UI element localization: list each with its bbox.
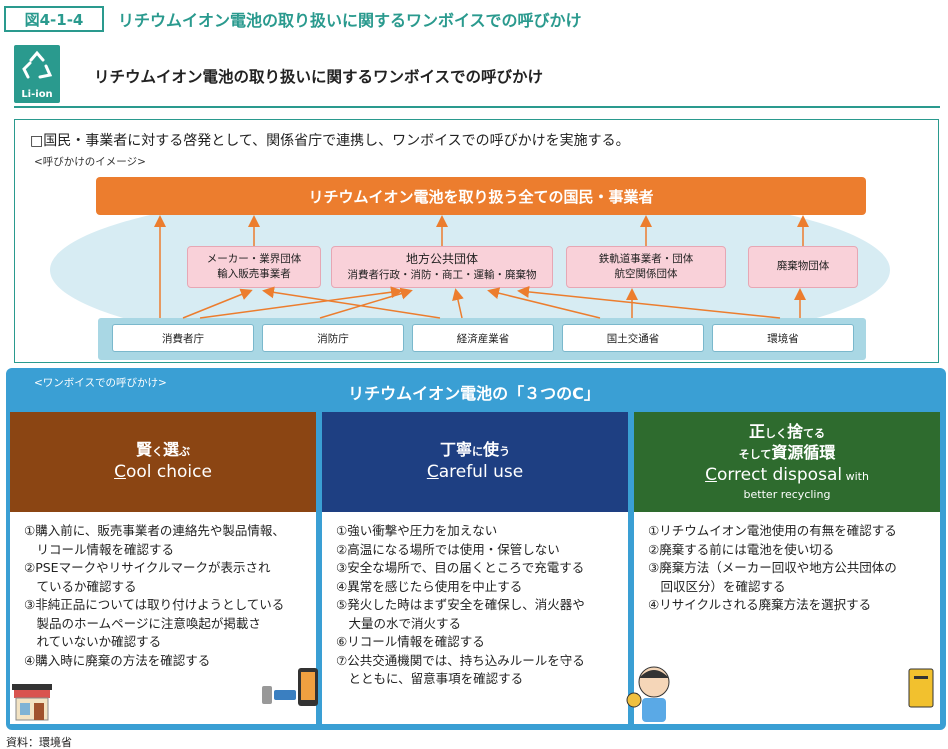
recycle-icon bbox=[22, 50, 53, 79]
ministry-caa: 消費者庁 bbox=[112, 324, 254, 352]
arrow-moe-to-local bbox=[517, 285, 781, 319]
collection-box-icon bbox=[908, 668, 934, 708]
list-item: リコール情報を確認する bbox=[24, 541, 175, 557]
column-en-subtitle: better recycling bbox=[743, 487, 831, 501]
column-jp-title-line2: そして資源循環 bbox=[738, 442, 836, 462]
column-jp-title: 丁寧に使う bbox=[439, 439, 511, 459]
list-item: ⑦公共交通機関では、持ち込みルールを守る bbox=[336, 652, 585, 668]
list-item: ⑤発火した時はまず安全を確保し、消火器や bbox=[336, 597, 585, 612]
group-label-2: 消費者行政・消防・商工・運輸・廃棄物 bbox=[347, 269, 537, 282]
campaign-note: <ワンボイスでの呼びかけ> bbox=[34, 377, 167, 389]
list-item: 製品のホームページに注意喚起が掲載さ bbox=[24, 615, 261, 631]
person-with-fan-icon bbox=[626, 666, 670, 722]
column-body-careful-use: ①強い衝撃や圧力を加えない ②高温になる場所では使用・保管しない ③安全な場所で… bbox=[322, 512, 628, 724]
battery-devices-icon bbox=[262, 668, 318, 706]
group-local-governments: 地方公共団体 消費者行政・消防・商工・運輸・廃棄物 bbox=[331, 246, 553, 288]
list-item: れていないか確認する bbox=[24, 634, 162, 649]
li-ion-logo: Li-ion bbox=[14, 45, 60, 103]
divider bbox=[14, 106, 940, 108]
list-item: 大量の水で消火する bbox=[336, 615, 462, 631]
list-item: ④リサイクルされる廃棄方法を選択する bbox=[648, 597, 872, 612]
group-label-2: 輸入販売事業者 bbox=[217, 268, 291, 280]
source-note: 資料：環境省 bbox=[6, 736, 72, 749]
group-waste: 廃棄物団体 bbox=[748, 246, 858, 288]
figure-label: 図4-1-4 bbox=[4, 6, 104, 32]
list-item: ①購入前に、販売事業者の連絡先や製品情報、 bbox=[24, 523, 285, 538]
concept-box bbox=[14, 119, 939, 363]
group-label-1: 鉄軌道事業者・団体 bbox=[598, 252, 694, 265]
column-en-title: Careful use bbox=[426, 461, 524, 482]
column-head-correct-disposal: 正しく捨てる そして資源循環 Correct disposal with bet… bbox=[634, 412, 940, 512]
list-item: ているか確認する bbox=[24, 578, 137, 594]
arrow-meti-to-local bbox=[452, 288, 464, 319]
ministry-meti: 経済産業省 bbox=[412, 324, 554, 352]
image-note: <呼びかけのイメージ> bbox=[34, 156, 146, 168]
ministry-fdma: 消防庁 bbox=[262, 324, 404, 352]
column-head-cool-choice: 賢く選ぶ Cool choice bbox=[10, 412, 316, 512]
group-label-2: 航空関係団体 bbox=[614, 268, 678, 280]
list-item: ②廃棄する前には電池を使い切る bbox=[648, 541, 835, 557]
list-item: ③廃棄方法（メーカー回収や地方公共団体の bbox=[648, 560, 897, 575]
list-item: ③安全な場所で、目の届くところで充電する bbox=[336, 560, 585, 575]
group-label-1: 地方公共団体 bbox=[405, 251, 478, 266]
ministry-moe: 環境省 bbox=[712, 324, 854, 352]
three-c-title: リチウムイオン電池の「３つのC」 bbox=[348, 384, 600, 403]
intro-text: □国民・事業者に対する啓発として、関係省庁で連携し、ワンボイスでの呼びかけを実施… bbox=[30, 133, 630, 149]
list-item: 回収区分）を確認する bbox=[648, 578, 786, 594]
column-en-title: Correct disposal with bbox=[705, 464, 869, 485]
column-head-careful-use: 丁寧に使う Careful use bbox=[322, 412, 628, 512]
list-item: とともに、留意事項を確認する bbox=[336, 671, 524, 686]
list-item: ④異常を感じたら使用を中止する bbox=[336, 578, 523, 594]
group-railway-aviation: 鉄軌道事業者・団体 航空関係団体 bbox=[566, 246, 726, 288]
column-en-title: Cool choice bbox=[114, 461, 212, 482]
list-item: ②高温になる場所では使用・保管しない bbox=[336, 541, 560, 557]
group-label-1: メーカー・業界団体 bbox=[206, 252, 302, 265]
figure-title: リチウムイオン電池の取り扱いに関するワンボイスでの呼びかけ bbox=[118, 11, 582, 30]
arrow-meti-to-manufacturers bbox=[262, 286, 441, 319]
logo-label: Li-ion bbox=[21, 89, 53, 100]
arrow-fdma-to-local bbox=[319, 287, 413, 319]
arrow-consumers-to-manufacturers bbox=[182, 288, 253, 319]
list-item: ②PSEマークやリサイクルマークが表示され bbox=[24, 560, 271, 575]
column-jp-title: 正しく捨てる bbox=[748, 422, 826, 442]
section-subtitle: リチウムイオン電池の取り扱いに関するワンボイスでの呼びかけ bbox=[94, 68, 544, 86]
list-item: ③非純正品については取り付けようとしている bbox=[24, 597, 285, 612]
group-manufacturers: メーカー・業界団体 輸入販売事業者 bbox=[187, 246, 321, 288]
arrow-mlit-to-local bbox=[487, 287, 601, 319]
column-jp-title: 賢く選ぶ bbox=[135, 439, 191, 459]
arrow-consumers-to-local bbox=[199, 286, 403, 319]
group-label-1: 廃棄物団体 bbox=[776, 260, 830, 273]
list-item: ①強い衝撃や圧力を加えない bbox=[336, 523, 498, 538]
list-item: ④購入時に廃棄の方法を確認する bbox=[24, 652, 211, 668]
all-citizens-bar: リチウムイオン電池を取り扱う全ての国民・事業者 bbox=[96, 177, 866, 215]
list-item: ①リチウムイオン電池使用の有無を確認する bbox=[648, 523, 897, 538]
list-item: ⑥リコール情報を確認する bbox=[336, 634, 485, 649]
column-body-correct-disposal: ①リチウムイオン電池使用の有無を確認する ②廃棄する前には電池を使い切る ③廃棄… bbox=[634, 512, 940, 724]
relation-arrows bbox=[154, 215, 809, 319]
shop-icon bbox=[12, 684, 52, 721]
ministry-mlit: 国土交通省 bbox=[562, 324, 704, 352]
